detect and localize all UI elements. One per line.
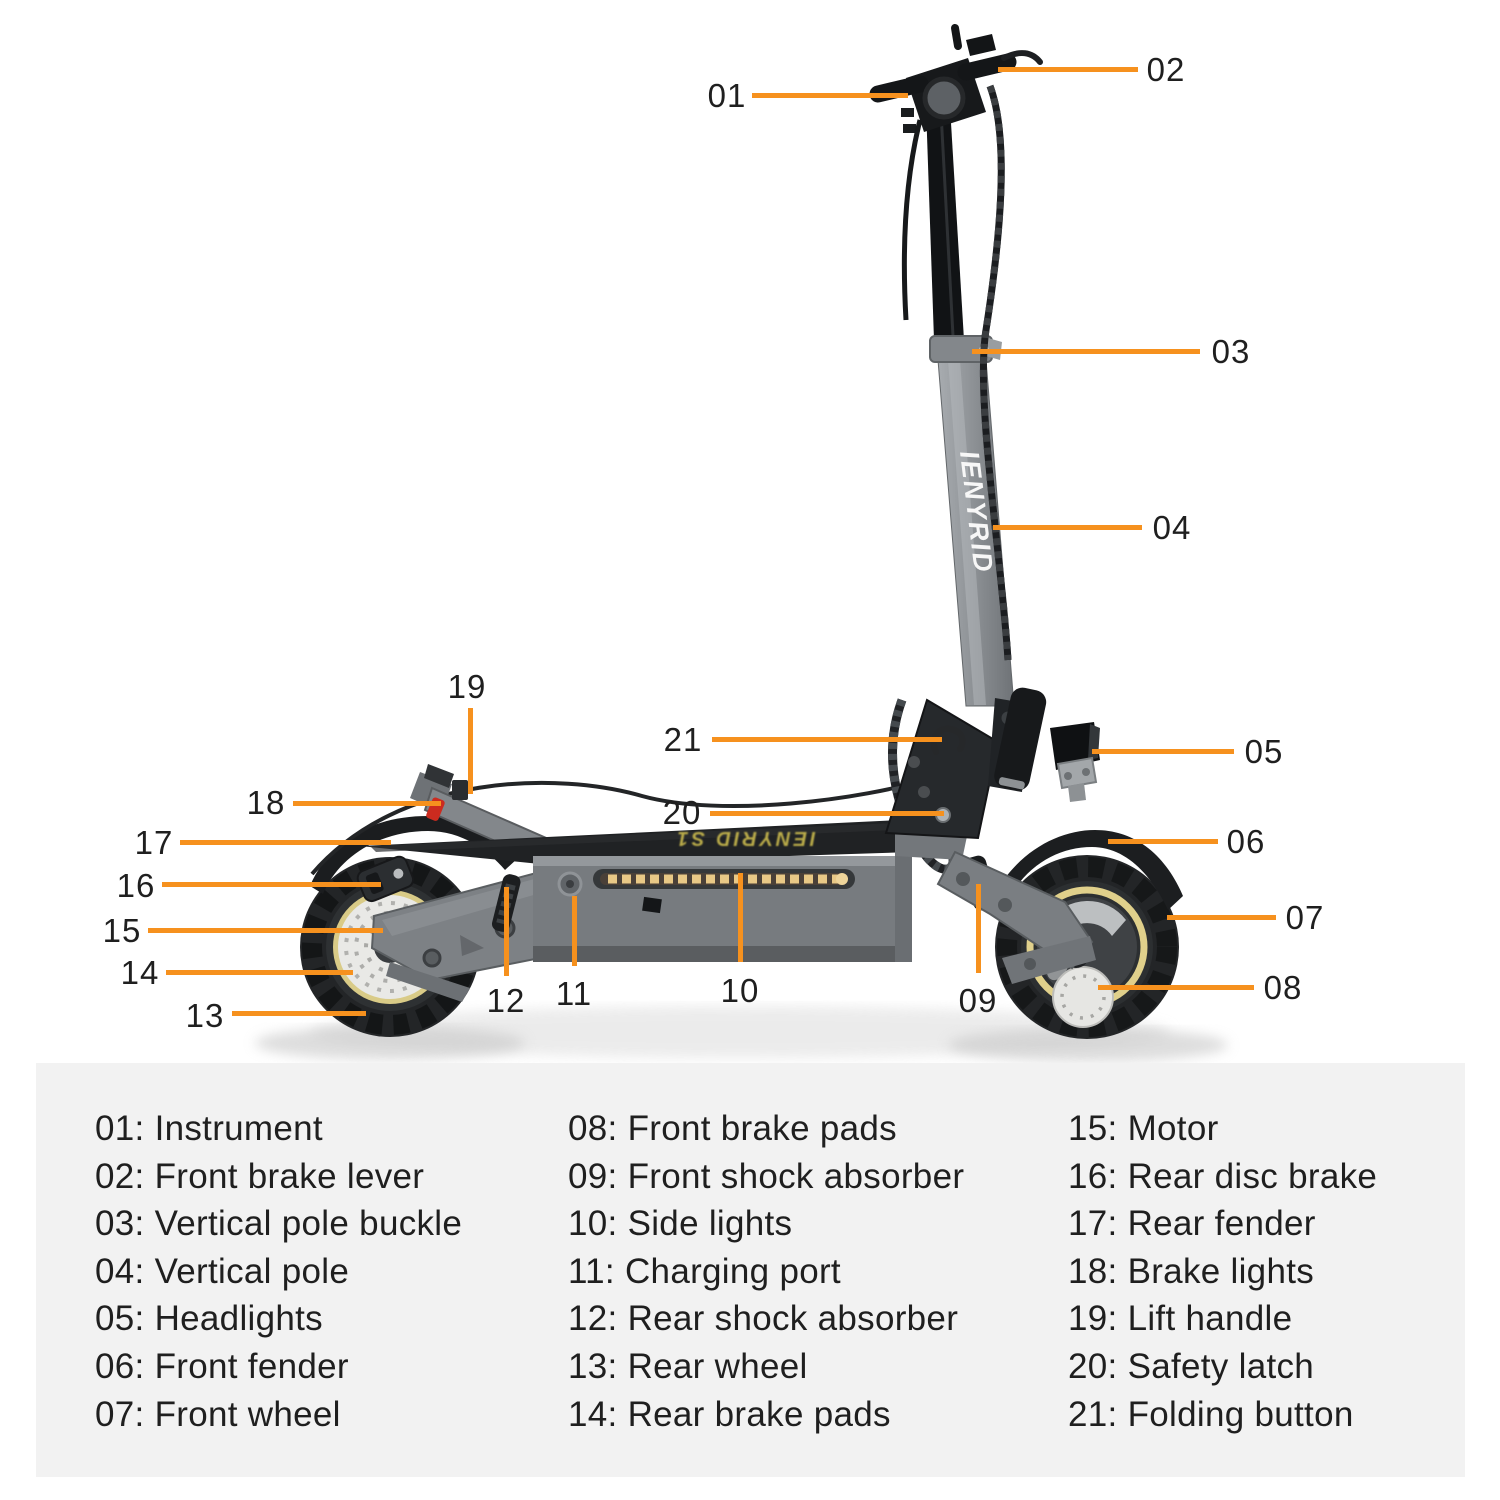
kickstand <box>642 896 662 914</box>
legend-item-02: 02: Front brake lever <box>95 1156 425 1196</box>
legend-item-18: 18: Brake lights <box>1068 1251 1315 1291</box>
callout-05: 05 <box>1244 733 1284 770</box>
callout-02: 02 <box>1146 51 1186 88</box>
callout-04: 04 <box>1152 509 1192 546</box>
callout-16: 16 <box>116 867 156 904</box>
leader-line-10 <box>738 873 743 962</box>
callout-09: 09 <box>958 982 998 1019</box>
leader-line-05 <box>1092 749 1234 754</box>
callout-11: 11 <box>555 975 593 1012</box>
leader-line-18 <box>293 801 441 806</box>
deck: IENYRID S1 <box>360 820 912 962</box>
leader-line-01 <box>752 93 908 98</box>
callout-15: 15 <box>102 912 142 949</box>
right-grip <box>957 53 1017 81</box>
instrument-display <box>922 76 966 120</box>
front-brake-pads <box>1052 966 1114 1028</box>
callout-13: 13 <box>185 997 225 1034</box>
callout-06: 06 <box>1226 823 1266 860</box>
headlight <box>1050 722 1100 802</box>
legend-item-14: 14: Rear brake pads <box>568 1394 891 1434</box>
legend-item-20: 20: Safety latch <box>1068 1346 1315 1386</box>
callout-17: 17 <box>134 824 174 861</box>
leader-line-15 <box>148 928 383 933</box>
legend-item-16: 16: Rear disc brake <box>1068 1156 1378 1196</box>
leader-line-03 <box>972 349 1200 354</box>
legend-item-15: 15: Motor <box>1068 1109 1219 1148</box>
leader-line-13 <box>232 1011 366 1016</box>
leader-line-08 <box>1098 985 1254 990</box>
legend-column-1: 01: Instrument 02: Front brake lever 03:… <box>95 1105 462 1438</box>
legend-item-08: 08: Front brake pads <box>568 1109 897 1148</box>
callout-18: 18 <box>246 784 286 821</box>
legend-item-09: 09: Front shock absorber <box>568 1156 965 1196</box>
deck-logo: IENYRID S1 <box>674 827 815 849</box>
callout-03: 03 <box>1211 333 1251 370</box>
callout-01: 01 <box>707 77 747 114</box>
callout-21: 21 <box>663 721 703 758</box>
leader-line-14 <box>166 970 353 975</box>
callout-20: 20 <box>662 794 702 831</box>
leader-line-04 <box>993 525 1142 530</box>
legend-item-17: 17: Rear fender <box>1068 1204 1316 1244</box>
rear-fender <box>310 816 518 894</box>
rear-brake-cable <box>310 776 933 876</box>
callout-14: 14 <box>120 954 160 991</box>
front-fork <box>936 850 1096 984</box>
front-fender <box>988 830 1183 917</box>
legend-item-03: 03: Vertical pole buckle <box>95 1204 463 1244</box>
legend-panel: 01: Instrument 02: Front brake lever 03:… <box>36 1063 1465 1477</box>
left-grip <box>869 75 929 103</box>
legend-item-06: 06: Front fender <box>95 1346 349 1386</box>
handlebar <box>869 24 1043 132</box>
callout-12: 12 <box>486 982 526 1019</box>
legend-item-12: 12: Rear shock absorber <box>568 1299 959 1339</box>
leader-line-17 <box>180 840 391 845</box>
leader-line-16 <box>162 882 381 887</box>
charging-port <box>557 871 583 897</box>
legend-column-2: 08: Front brake pads 09: Front shock abs… <box>568 1105 964 1438</box>
legend-item-05: 05: Headlights <box>95 1299 323 1339</box>
front-brake-lever <box>1001 50 1043 65</box>
legend-item-11: 11: Charging port <box>568 1251 841 1291</box>
legend-item-07: 07: Front wheel <box>95 1394 341 1434</box>
leader-line-12 <box>504 887 509 976</box>
leader-line-09 <box>976 884 981 973</box>
legend-item-21: 21: Folding button <box>1068 1394 1354 1434</box>
side-lights <box>593 869 855 889</box>
callout-10: 10 <box>720 972 760 1009</box>
legend-item-10: 10: Side lights <box>568 1204 793 1244</box>
leader-line-21 <box>712 737 942 742</box>
ground-shadow <box>255 1006 1228 1062</box>
vertical-pole: IENYRID <box>901 106 1015 707</box>
legend-item-13: 13: Rear wheel <box>568 1346 808 1386</box>
callout-07: 07 <box>1285 899 1325 936</box>
leader-line-02 <box>998 67 1138 72</box>
leader-line-11 <box>572 896 577 966</box>
leader-line-07 <box>1167 915 1276 920</box>
legend-column-3: 15: Motor 16: Rear disc brake 17: Rear f… <box>1068 1105 1377 1438</box>
leader-line-06 <box>1108 839 1218 844</box>
legend-item-19: 19: Lift handle <box>1068 1299 1293 1339</box>
leader-line-19 <box>468 708 473 794</box>
legend-item-01: 01: Instrument <box>95 1109 323 1148</box>
callout-19: 19 <box>447 668 487 705</box>
leader-line-20 <box>710 811 944 816</box>
callout-08: 08 <box>1263 969 1303 1006</box>
legend-item-04: 04: Vertical pole <box>95 1251 350 1291</box>
